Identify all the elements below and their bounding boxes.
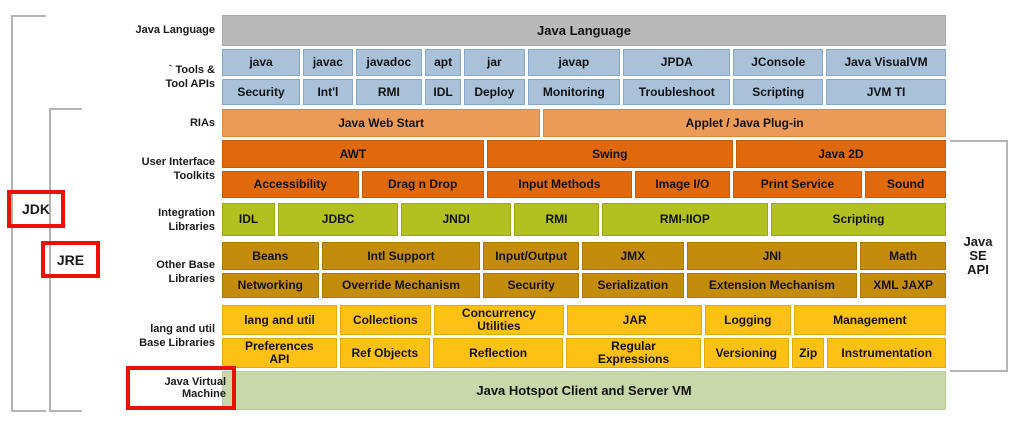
grid-cell: JMX — [582, 242, 684, 270]
grid-cell: Sound — [865, 171, 946, 198]
grid-cell: Security — [222, 79, 300, 105]
grid-cell: javadoc — [355, 49, 423, 76]
grid-cell: Management — [793, 305, 946, 335]
grid-cell: Drag n Drop — [361, 171, 484, 198]
grid-cell: Scripting — [770, 203, 946, 236]
grid-cell: Accessibility — [222, 171, 359, 198]
row-label: User Interface Toolkits — [141, 156, 215, 182]
grid-cell: Preferences API — [222, 338, 337, 368]
grid-cell: Instrumentation — [827, 338, 947, 368]
grid-cell: JConsole — [733, 49, 824, 76]
jdk-bracket — [11, 15, 46, 412]
grid-cell: Versioning — [703, 338, 789, 368]
grid-cell: Java VisualVM — [826, 49, 946, 76]
grid-cell: Java Language — [222, 15, 946, 46]
grid-row: Java Hotspot Client and Server VM — [222, 371, 946, 410]
grid-cell: JVM TI — [826, 79, 946, 105]
grid-cell: Applet / Java Plug-in — [543, 109, 946, 137]
jre-bracket — [49, 108, 82, 412]
grid-cell: Intl Support — [321, 242, 481, 270]
grid-cell: Input Methods — [486, 171, 633, 198]
java-se-api-bracket: Java SE API — [950, 140, 1008, 372]
grid-cell: Collections — [340, 305, 431, 335]
grid-cell: Int'l — [303, 79, 353, 105]
grid-cell: RMI-IIOP — [601, 203, 768, 236]
grid-cell: Regular Expressions — [566, 338, 701, 368]
grid-cell: JDBC — [278, 203, 399, 236]
grid-cell: RMI — [355, 79, 423, 105]
grid-cell: Math — [860, 242, 946, 270]
grid-cell: IDL — [222, 203, 276, 236]
grid-cell: Input/Output — [483, 242, 580, 270]
grid-cell: JNDI — [401, 203, 512, 236]
grid-cell: Image I/O — [635, 171, 730, 198]
grid-cell: java — [222, 49, 300, 76]
grid-cell: javac — [303, 49, 353, 76]
grid-cell: Override Mechanism — [321, 273, 481, 298]
grid-cell: Swing — [486, 140, 733, 168]
row-label: RIAs — [189, 117, 215, 129]
grid-cell: Deploy — [464, 79, 525, 105]
row-label: Java Language — [135, 24, 215, 36]
grid-cell: Java 2D — [735, 140, 946, 168]
grid-cell: AWT — [222, 140, 484, 168]
grid-cell: apt — [425, 49, 462, 76]
grid-cell: XML JAXP — [860, 273, 946, 298]
grid-cell: JNI — [686, 242, 858, 270]
grid-cell: javap — [527, 49, 621, 76]
grid-cell: Serialization — [582, 273, 684, 298]
grid-cell: Reflection — [432, 338, 564, 368]
grid-cell: Ref Objects — [339, 338, 430, 368]
row-label: Other Base Libraries — [156, 259, 215, 285]
grid-cell: Java Web Start — [222, 109, 541, 137]
row-label: Integration Libraries — [158, 207, 215, 233]
grid-cell: RMI — [514, 203, 599, 236]
grid-cell: Scripting — [733, 79, 824, 105]
jdk-box: JDK — [7, 190, 65, 228]
grid-cell: Print Service — [732, 171, 863, 198]
row-label: lang and util Base Libraries — [139, 323, 215, 349]
grid-cell: Zip — [791, 338, 825, 368]
grid-cell: Java Hotspot Client and Server VM — [222, 371, 946, 410]
grid-cell: Troubleshoot — [623, 79, 731, 105]
java-se-api-label: Java SE API — [963, 234, 993, 277]
grid-cell: Beans — [222, 242, 319, 270]
grid-cell: Extension Mechanism — [686, 273, 858, 298]
grid-cell: Monitoring — [527, 79, 621, 105]
grid-cell: jar — [464, 49, 525, 76]
grid-row: Java Language — [222, 15, 946, 46]
grid-cell: IDL — [425, 79, 462, 105]
grid-cell: JAR — [567, 305, 703, 335]
row-label: ` Tools & Tool APIs — [165, 64, 216, 90]
jvm-box: Java Virtual Machine — [126, 366, 236, 410]
grid-cell: Concurrency Utilities — [433, 305, 565, 335]
grid-cell: Networking — [222, 273, 319, 298]
grid-cell: JPDA — [623, 49, 731, 76]
grid-cell: Logging — [705, 305, 791, 335]
grid-cell: lang and util — [222, 305, 338, 335]
jre-box: JRE — [41, 241, 100, 278]
grid-cell: Security — [483, 273, 580, 298]
